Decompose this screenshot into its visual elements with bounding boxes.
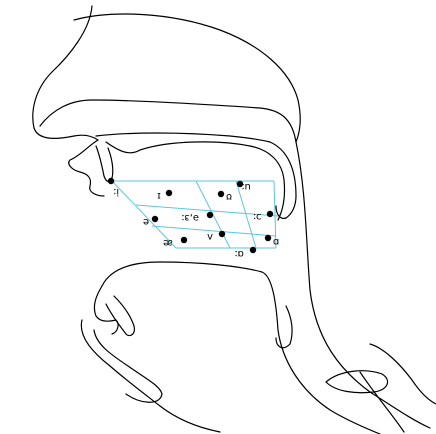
vowel-dot-10: [249, 246, 257, 254]
velum: [269, 141, 297, 219]
vocal-folds: [325, 370, 389, 394]
pharynx-back: [295, 141, 431, 429]
vocal-tract-outline: [32, 5, 436, 434]
vowel-dot-7: [236, 180, 244, 188]
chin: [80, 319, 221, 433]
vowel-dot-9: [264, 234, 272, 242]
quad-mid-low: [151, 225, 277, 237]
vowel-label-2: e: [143, 216, 149, 227]
vowel-dot-8: [266, 210, 274, 218]
vowel-dot-4: [206, 211, 214, 219]
quad-front: [111, 180, 177, 249]
epiglottis: [275, 305, 293, 349]
vowel-label-8: ɔː: [253, 211, 262, 222]
lower-lip: [93, 285, 119, 335]
vowel-label-3: æ: [163, 237, 173, 248]
vowel-label-6: ʊ: [226, 191, 232, 202]
vowel-dot-0: [107, 177, 115, 185]
upper-lip: [68, 139, 105, 197]
hard-palate: [95, 132, 271, 143]
lower-teeth: [105, 295, 135, 337]
vowel-dot-1: [165, 189, 173, 197]
upper-teeth: [95, 145, 114, 183]
tongue-outline: [101, 261, 381, 434]
vowel-label-0: iː: [113, 186, 119, 197]
nasal-floor: [39, 99, 297, 143]
vowel-label-9: ɒ: [273, 236, 279, 247]
vowel-label-7: uː: [241, 181, 251, 192]
nose-profile: [32, 5, 99, 141]
quad-mid-high: [135, 204, 279, 217]
jaw-bone: [93, 329, 163, 403]
quad-back-inner: [235, 180, 257, 249]
larynx: [369, 343, 436, 405]
vowel-dot-3: [180, 236, 188, 244]
palate-inner: [105, 141, 286, 221]
vowel-label-1: ɪ: [157, 190, 161, 201]
vowel-dot-5: [218, 230, 226, 238]
vowel-dot-2: [151, 215, 159, 223]
vowel-dot-6: [217, 190, 225, 198]
vowel-label-4: ə,ɜː: [181, 212, 199, 223]
vowel-label-5: ʌ: [207, 231, 213, 242]
nasal-cavity: [73, 13, 301, 143]
vowel-points: iː ɪ e æ ə,ɜː ʌ ʊuː ɔː ɒ ɑː: [107, 177, 279, 259]
trachea: [359, 371, 405, 433]
quad-back: [273, 180, 277, 249]
vowel-label-10: ɑː: [234, 248, 244, 259]
vowel-quadrilateral: [111, 180, 279, 249]
